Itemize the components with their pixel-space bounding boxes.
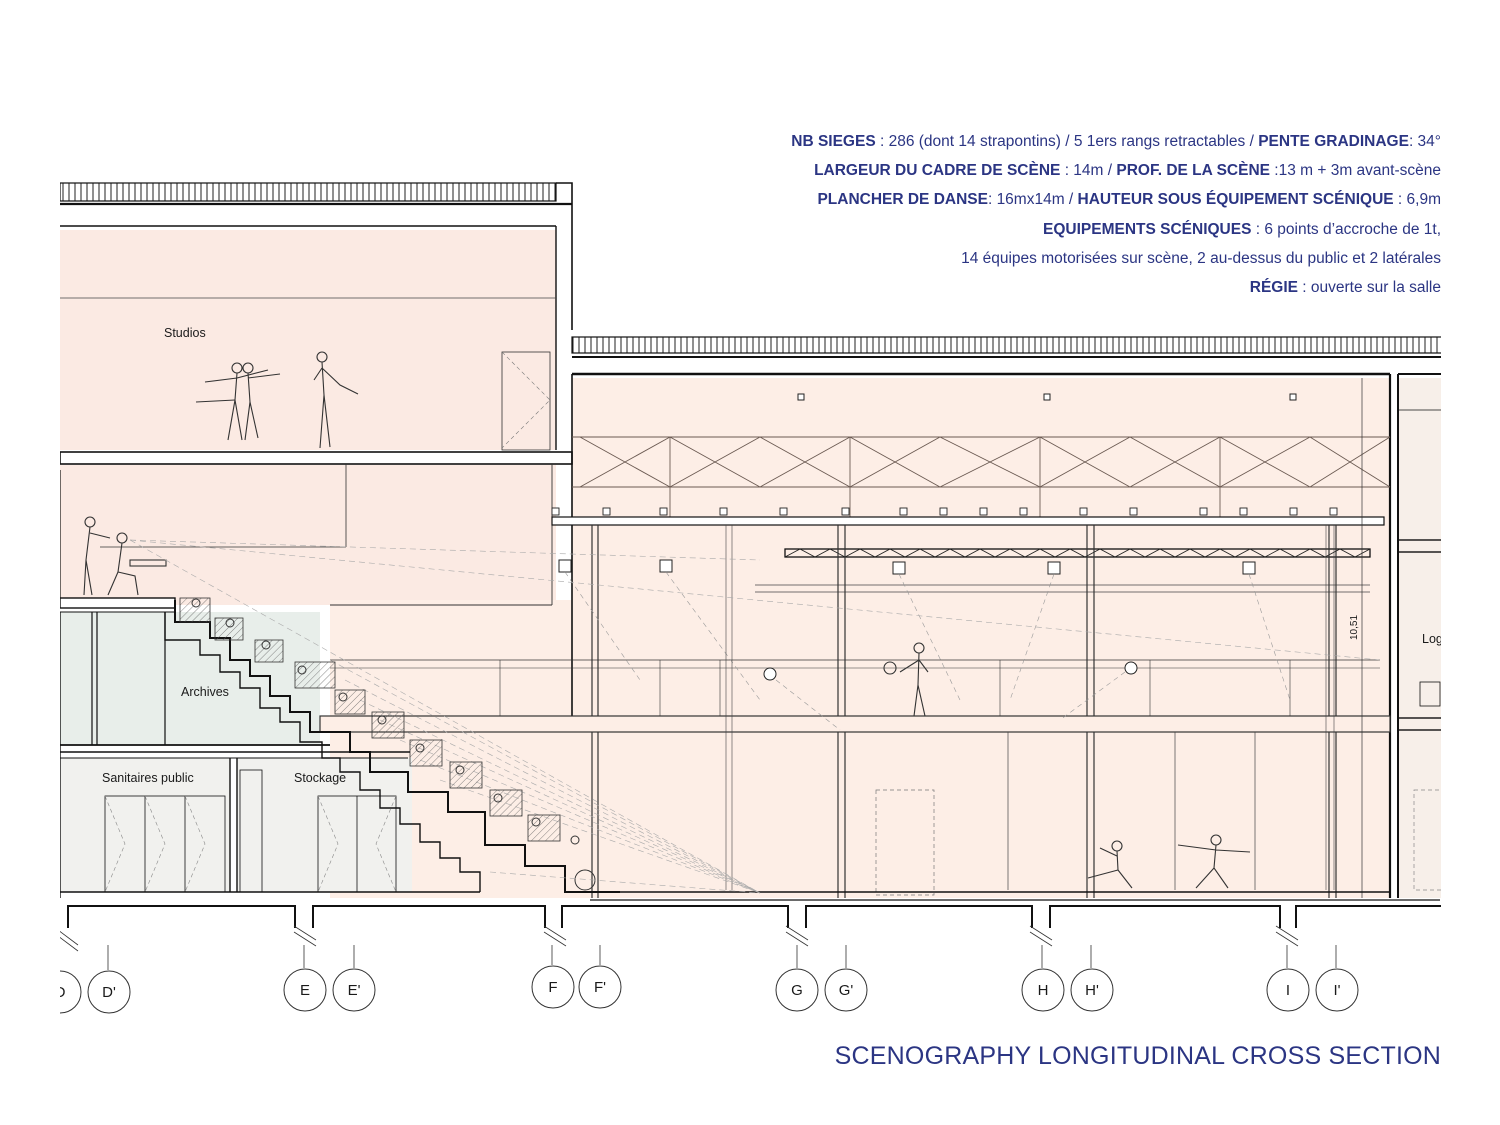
axis-bubble xyxy=(1266,968,1310,1012)
spec-text: : 6 points d’accroche de 1t, xyxy=(1251,220,1441,238)
spec-label: EQUIPEMENTS SCÉNIQUES xyxy=(1043,220,1252,238)
axis-label: D' xyxy=(102,984,116,1001)
spec-label: PROF. DE LA SCÈNE xyxy=(1116,162,1270,180)
axis-label: D xyxy=(55,984,66,1001)
stage-floor xyxy=(590,891,1440,901)
axis-label: H xyxy=(1038,982,1049,999)
axis-label: E' xyxy=(348,982,361,999)
axis-bubble xyxy=(332,968,376,1012)
spec-label: PENTE GRADINAGE xyxy=(1258,133,1409,150)
control-room-people xyxy=(83,516,167,596)
room-label-loges: Log xyxy=(1422,632,1443,646)
spec-text: 14 équipes motorisées sur scène, 2 au-de… xyxy=(961,249,1441,267)
spec-line-seats: NB SIEGES : 286 (dont 14 strapontins) / … xyxy=(681,131,1441,160)
seating-front-line xyxy=(489,871,761,894)
axis-bubble xyxy=(1070,968,1114,1012)
light-beams xyxy=(564,571,1291,731)
studio-dancers xyxy=(195,351,359,449)
stage-columns xyxy=(591,525,1337,898)
spec-text: : 14m / xyxy=(1060,162,1117,180)
spec-line-motorized: 14 équipes motorisées sur scène, 2 au-de… xyxy=(681,248,1441,277)
loges-room xyxy=(1398,378,1441,898)
spec-text: : 286 (dont 14 strapontins) / 5 1ers ran… xyxy=(875,133,1259,150)
spec-label: LARGEUR DU CADRE DE SCÈNE xyxy=(814,162,1061,180)
studios-slab xyxy=(60,351,573,606)
loges-structure xyxy=(1397,409,1441,891)
axis-label: H' xyxy=(1085,982,1099,999)
archives-room xyxy=(60,612,320,745)
axis-bubble xyxy=(87,970,131,1014)
sightlines xyxy=(129,539,1381,894)
lower-rooms xyxy=(60,612,480,898)
axis-label: F' xyxy=(594,979,606,996)
spec-text: : ouverte sur la salle xyxy=(1297,278,1441,296)
dimension-label: 10,51 xyxy=(1349,615,1360,640)
room-label-sanitaires: Sanitaires public xyxy=(102,771,194,785)
drawing-title: SCENOGRAPHY LONGITUDINAL CROSS SECTION xyxy=(834,1042,1441,1070)
spec-line-equipment: EQUIPEMENTS SCÉNIQUES : 6 points d’accro… xyxy=(681,219,1441,248)
stage-height-dimension: 10,51 xyxy=(1349,378,1363,898)
axis-leaders xyxy=(60,925,1337,970)
axis-bubble xyxy=(60,970,82,1014)
stage-dancers xyxy=(1087,834,1251,889)
axis-label: E xyxy=(300,982,310,999)
roof-hangers xyxy=(797,393,1297,401)
flybar-beam xyxy=(551,507,1385,526)
axis-label: G' xyxy=(839,982,854,999)
axis-bubble xyxy=(1021,968,1065,1012)
axis-label: G xyxy=(791,982,803,999)
spec-line-dance-floor: PLANCHER DE DANSE: 16mx14m / HAUTEUR SOU… xyxy=(681,189,1441,218)
stage-volume xyxy=(572,378,1390,898)
spec-label: PLANCHER DE DANSE xyxy=(817,191,988,209)
stage-lights xyxy=(558,559,1256,681)
room-label-stockage: Stockage xyxy=(294,771,346,785)
spec-text: : 6,9m xyxy=(1393,191,1441,209)
roof-truss xyxy=(572,436,1391,517)
stockage-room xyxy=(237,758,412,892)
spec-text: : 34° xyxy=(1408,133,1441,150)
left-roof xyxy=(60,182,573,450)
control-room-zone xyxy=(60,465,556,605)
axis-bubble xyxy=(1315,968,1359,1012)
room-label-archives: Archives xyxy=(181,685,229,699)
door-swings xyxy=(104,795,397,893)
axis-bubble xyxy=(775,968,819,1012)
axis-bubble xyxy=(283,968,327,1012)
stage-gallery xyxy=(319,659,1391,733)
axis-bubble xyxy=(824,968,868,1012)
studios-room xyxy=(60,230,556,450)
curtain-lines xyxy=(725,525,1335,890)
foundation-line xyxy=(67,905,1441,928)
spec-line-stage-frame: LARGEUR DU CADRE DE SCÈNE : 14m / PROF. … xyxy=(681,160,1441,189)
axis-bubbles xyxy=(60,965,1359,1014)
axis-bubble xyxy=(578,965,622,1009)
spectators xyxy=(191,598,596,891)
axis-bubble xyxy=(531,965,575,1009)
spec-label: RÉGIE xyxy=(1249,278,1298,296)
specifications-block: NB SIEGES : 286 (dont 14 strapontins) / … xyxy=(681,131,1441,306)
spec-label: NB SIEGES xyxy=(791,133,876,150)
lighting-truss xyxy=(755,548,1371,593)
spec-line-control-room: RÉGIE : ouverte sur la salle xyxy=(681,277,1441,306)
spec-text: : 16mx14m / xyxy=(987,191,1078,209)
axis-labels: D D' E E' F F' G G' H H' I I' xyxy=(55,979,1341,1001)
axis-label: I' xyxy=(1333,982,1340,999)
spec-label: HAUTEUR SOUS ÉQUIPEMENT SCÉNIQUE xyxy=(1077,191,1394,209)
control-room-floor xyxy=(60,597,176,613)
axis-label: F xyxy=(548,979,557,996)
room-label-studios: Studios xyxy=(164,326,206,340)
stage-lower-walls xyxy=(875,732,1256,896)
spec-text: :13 m + 3m avant-scène xyxy=(1269,162,1441,180)
technician-figure xyxy=(883,642,929,717)
axis-label: I xyxy=(1286,982,1290,999)
